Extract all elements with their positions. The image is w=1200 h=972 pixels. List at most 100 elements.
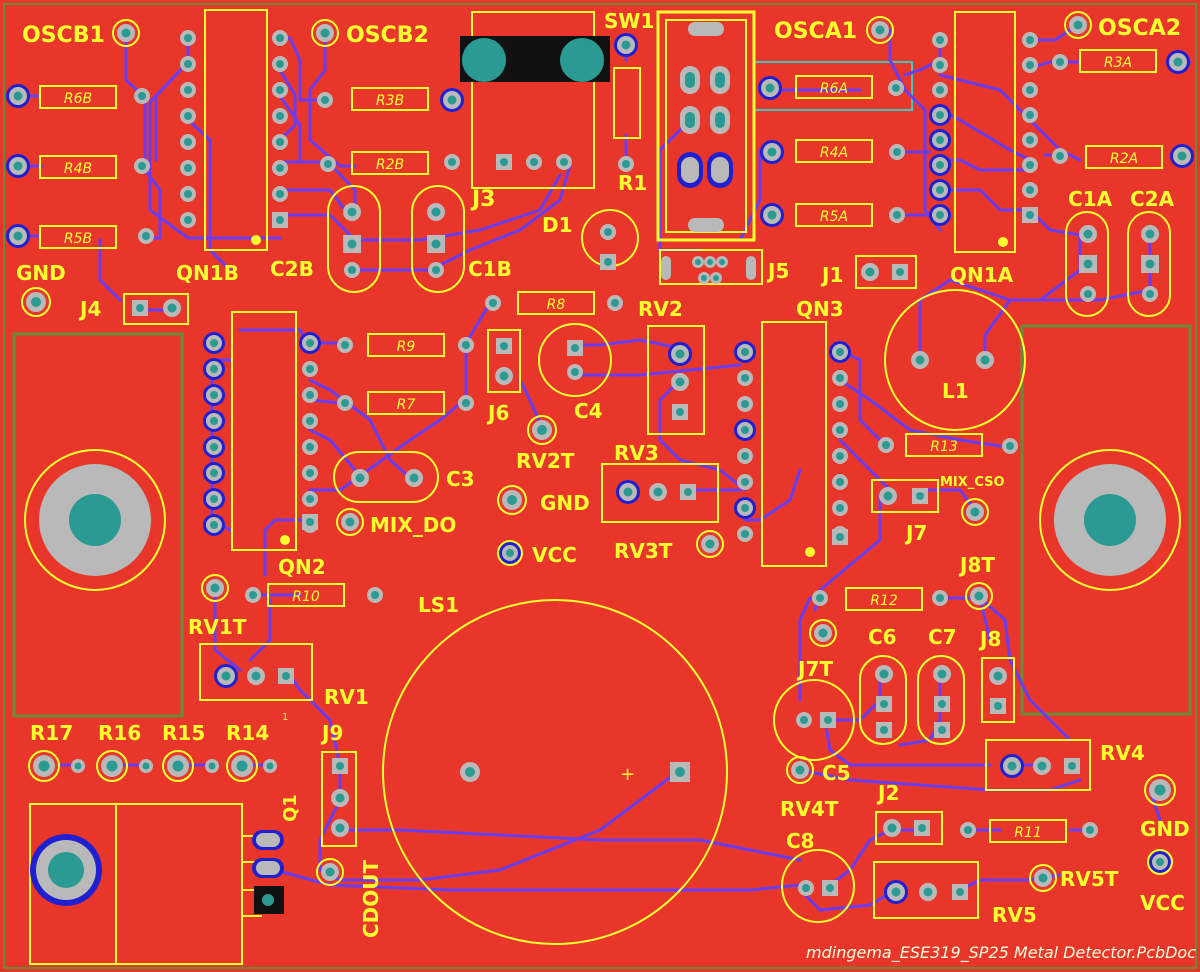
j4-pad-1-hole (136, 304, 144, 312)
r2b-pad-r-hole (448, 158, 456, 166)
j3-pad-1-hole (500, 158, 508, 166)
label-r8: R8 (547, 297, 566, 313)
label-gnd_mid: GND (540, 491, 590, 515)
qn1b-pin14-hole (276, 216, 284, 224)
j4-outline (123, 293, 189, 325)
c3-pad-b-hole (409, 473, 419, 483)
qn3-pin-r2-hole (836, 400, 844, 408)
qn2-pin-r0-hole (306, 339, 314, 347)
j7-pad-2-hole (916, 492, 924, 500)
qn3-pin-r3-hole (836, 426, 844, 434)
trace-68 (798, 888, 897, 912)
ls1-outline (382, 599, 728, 945)
qn1a-pin-l7-hole (936, 211, 944, 219)
qn3-pin-r6-hole (836, 504, 844, 512)
qn1a-pin-l3-hole (936, 111, 944, 119)
c5-pad-b-hole (824, 716, 832, 724)
r6a-body (795, 75, 873, 99)
label-r15: R15 (162, 721, 205, 745)
j2-pad-1-hole (887, 823, 897, 833)
q1-tab-hole (48, 852, 84, 888)
qn3-pin-l2-hole (741, 400, 749, 408)
j7t-pad-silk (809, 619, 837, 647)
j5-pad-0-hole (695, 259, 701, 265)
r1-pad-hole (622, 160, 630, 168)
label-vcc_mid: VCC (532, 543, 577, 567)
r6a-pad-r-hole (892, 84, 900, 92)
sw1-vpad-1 (711, 157, 729, 183)
rv3-pad-1-hole (623, 487, 633, 497)
osca2-pad-hole (1073, 20, 1083, 30)
j1-pad-1-hole (865, 267, 875, 277)
trace-81 (213, 586, 242, 672)
label-j7t: J7T (796, 657, 833, 681)
r5a-body (795, 203, 873, 227)
qn1b-pin-r4-hole (276, 138, 284, 146)
rv4-outline (985, 739, 1091, 791)
r13-pad-r-hole (1006, 442, 1014, 450)
trace-43 (308, 400, 464, 492)
qn2-pin-l1-hole (210, 365, 218, 373)
rv5-pad-3-hole (956, 888, 964, 896)
sw1-hole-2 (685, 112, 695, 128)
label-c4: C4 (574, 399, 603, 423)
qn3-pin1-hole (836, 533, 844, 541)
label-qn1b: QN1B (176, 261, 239, 285)
r3b-pad-l-hole (321, 96, 329, 104)
label-r9: R9 (397, 339, 416, 355)
label-gnd_br: GND (1140, 817, 1190, 841)
trace-57 (798, 596, 812, 702)
r12-pad-r-hole (936, 594, 944, 602)
r6b-pad-l-hole (13, 91, 23, 101)
rset-pad-2-hole (106, 760, 118, 772)
mix-do-pad-silk (336, 508, 364, 536)
l1-pad-b-hole (980, 355, 990, 365)
trace-44 (263, 518, 312, 577)
r9-pad-l-hole (341, 341, 349, 349)
qn3-pin1-dot (805, 547, 815, 557)
j8-pad-1-hole (993, 671, 1003, 681)
qn1b-pin-r6-hole (276, 190, 284, 198)
qn2-pin-r1-hole (306, 365, 314, 373)
r10-pad-r-hole (371, 591, 379, 599)
qn2-pin-r5-hole (306, 469, 314, 477)
sw1-top-pad-hole (621, 40, 631, 50)
sw1-mount-bot (688, 218, 724, 232)
trace-56 (918, 488, 977, 512)
qn1b-pin-l2-hole (184, 86, 192, 94)
r3b-pad-r-hole (447, 95, 457, 105)
c5-outline (773, 679, 855, 761)
r13-pad-l-hole (882, 441, 890, 449)
qn1b-pin-r0-hole (276, 34, 284, 42)
cap-pad-top-3-hole (1145, 229, 1155, 239)
osca2-pad-silk (1064, 11, 1092, 39)
rv1t-pad-silk (201, 574, 229, 602)
label-r7: R7 (397, 397, 416, 413)
label-j5: J5 (766, 259, 789, 283)
qn1b-pin-l0-hole (184, 34, 192, 42)
mix-cso-pad-hole (970, 507, 980, 517)
qn3-pin-l1-hole (741, 374, 749, 382)
label-plus: + (620, 764, 635, 785)
trace-74 (273, 868, 802, 892)
rset-pad-0-hole (38, 760, 50, 772)
qn1b-pin-r3-hole (276, 112, 284, 120)
trace-62 (823, 718, 992, 767)
trace-82 (288, 673, 342, 767)
j9-outline (321, 751, 357, 847)
trace-42 (308, 428, 357, 472)
r2b-pad-l-hole (324, 160, 332, 168)
trace-49 (573, 338, 682, 350)
label-r6b: R6B (64, 91, 92, 107)
rv3-pad-2-hole (653, 487, 663, 497)
r8-body (517, 291, 595, 315)
label-r6a: R6A (820, 81, 848, 97)
gnd-mid-pad-hole (507, 495, 517, 505)
qn1a-pin-r0-hole (1026, 36, 1034, 44)
label-rv5t: RV5T (1060, 867, 1119, 891)
qn1a-pin-l4-hole (936, 136, 944, 144)
j9-pad-2-hole (335, 793, 345, 803)
